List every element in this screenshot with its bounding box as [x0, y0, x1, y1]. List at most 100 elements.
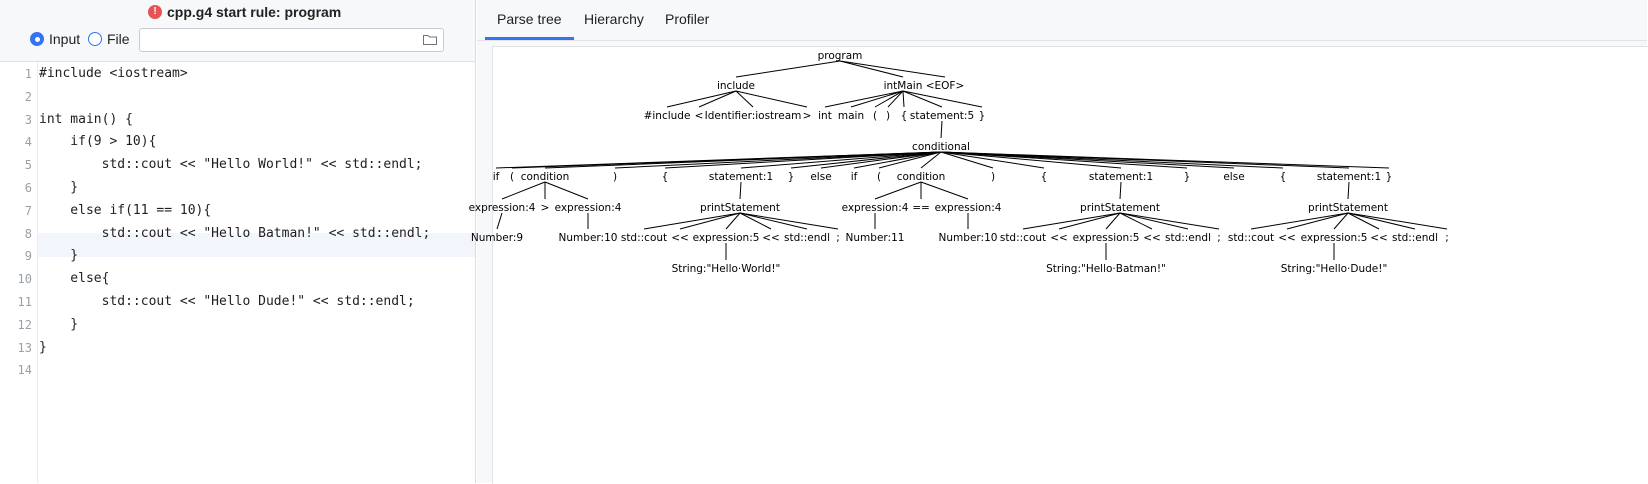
code-line[interactable]: std::cout << "Hello Dude!" << std::endl;	[39, 294, 415, 309]
tree-edge	[874, 181, 922, 200]
tree-node-c-rb2[interactable]: }	[1184, 171, 1191, 183]
tree-node-c-lb2[interactable]: {	[1041, 171, 1048, 183]
code-line[interactable]: int main() {	[39, 111, 133, 127]
parse-tree-panel: Parse tree Hierarchy Profiler program inc…	[469, 0, 1648, 484]
tree-node-m-stmt[interactable]: statement:5	[910, 110, 974, 122]
tree-node-p3-semi[interactable]: ;	[1445, 232, 1449, 244]
tree-node-c-rp1[interactable]: )	[613, 171, 617, 183]
result-tabs: Parse tree Hierarchy Profiler	[477, 0, 1647, 41]
tree-node-program[interactable]: program	[818, 50, 863, 62]
tree-node-inc-id[interactable]: Identifier:iostream	[705, 110, 802, 122]
tree-node-inc-hash[interactable]: #include	[644, 110, 691, 122]
tree-node-p2-expr[interactable]: expression:5	[1073, 232, 1140, 244]
grammar-input-panel: ! cpp.g4 start rule: program Input File …	[0, 0, 476, 483]
tree-node-c-lb3[interactable]: {	[1280, 171, 1287, 183]
tree-node-p1-semi[interactable]: ;	[836, 232, 840, 244]
tab-profiler[interactable]: Profiler	[665, 11, 710, 27]
tree-node-inc-lt[interactable]: <	[695, 110, 704, 122]
line-number: 1	[24, 67, 32, 81]
tree-node-conditional[interactable]: conditional	[912, 141, 970, 153]
tree-node-p3-cout[interactable]: std::cout	[1228, 232, 1274, 244]
radio-file-indicator[interactable]	[88, 32, 102, 46]
tree-node-p2-semi[interactable]: ;	[1217, 232, 1221, 244]
folder-icon[interactable]	[423, 34, 437, 45]
tree-node-c-st1[interactable]: statement:1	[709, 171, 773, 183]
parse-tree-canvas[interactable]: program include intMain<EOF> #include <Ident…	[469, 46, 1648, 484]
tree-node-ps3[interactable]: printStatement	[1308, 202, 1388, 214]
radio-input[interactable]: Input	[30, 31, 80, 47]
tree-node-c-st2[interactable]: statement:1	[1089, 171, 1153, 183]
tree-node-c-rb3[interactable]: }	[1386, 171, 1393, 183]
code-line[interactable]: }	[39, 180, 79, 195]
tree-node-c-cond2[interactable]: condition	[897, 171, 946, 183]
radio-file[interactable]: File	[88, 31, 130, 47]
tree-node-k1-e2[interactable]: expression:4	[555, 202, 622, 214]
tree-node-p3-endl[interactable]: std::endl	[1392, 232, 1438, 244]
tree-node-p2-sh1[interactable]: <<	[1050, 232, 1068, 244]
tree-node-k2-e1[interactable]: expression:4	[842, 202, 909, 214]
tree-node-m-main[interactable]: main	[838, 110, 864, 122]
tree-node-c-else2[interactable]: else	[1223, 171, 1244, 183]
code-line[interactable]: #include <iostream>	[39, 66, 188, 81]
tree-node-eof[interactable]: <EOF>	[926, 80, 965, 92]
code-line[interactable]: }	[39, 316, 79, 332]
tree-node-ps1[interactable]: printStatement	[700, 202, 780, 214]
tree-edge	[544, 181, 589, 200]
tree-node-m-rp[interactable]: )	[886, 110, 890, 122]
tree-node-k1-e1[interactable]: expression:4	[469, 202, 536, 214]
tree-node-s3[interactable]: String:"Hello·Dude!"	[1281, 263, 1388, 275]
file-path-field[interactable]	[139, 28, 444, 52]
tree-node-c-lp1[interactable]: (	[510, 171, 514, 183]
tree-node-c-cond1[interactable]: condition	[521, 171, 570, 183]
tree-node-p3-expr[interactable]: expression:5	[1301, 232, 1368, 244]
tree-node-c-rb1[interactable]: }	[788, 171, 795, 183]
tree-node-c-lb1[interactable]: {	[662, 171, 669, 183]
tree-node-k1-op[interactable]: >	[541, 202, 550, 214]
tab-parse-tree[interactable]: Parse tree	[485, 0, 574, 40]
tree-node-c-if1[interactable]: if	[493, 171, 500, 183]
tree-node-n10b[interactable]: Number:10	[939, 232, 998, 244]
tree-node-ps2[interactable]: printStatement	[1080, 202, 1160, 214]
tree-node-c-st3[interactable]: statement:1	[1317, 171, 1381, 183]
code-line[interactable]: }	[39, 248, 79, 264]
code-line[interactable]: std::cout << "Hello World!" << std::endl…	[39, 157, 423, 173]
tree-node-s1[interactable]: String:"Hello·World!"	[672, 263, 781, 275]
tree-node-n11[interactable]: Number:11	[846, 232, 905, 244]
tree-node-n9[interactable]: Number:9	[471, 232, 523, 244]
tree-node-p1-sh2[interactable]: <<	[762, 232, 780, 244]
tree-node-c-lp2[interactable]: (	[877, 171, 881, 183]
tree-node-s2[interactable]: String:"Hello·Batman!"	[1046, 263, 1166, 275]
tree-node-k2-op[interactable]: ==	[912, 202, 930, 214]
tree-node-k2-e2[interactable]: expression:4	[935, 202, 1002, 214]
tree-node-inc-gt[interactable]: >	[803, 110, 812, 122]
code-line[interactable]: std::cout << "Hello Batman!" << std::end…	[39, 225, 431, 241]
tree-node-m-int[interactable]: int	[818, 110, 832, 122]
radio-input-indicator[interactable]	[30, 32, 44, 46]
tree-node-p2-endl[interactable]: std::endl	[1165, 232, 1211, 244]
tree-node-p3-sh2[interactable]: <<	[1370, 232, 1388, 244]
tree-node-p3-sh1[interactable]: <<	[1278, 232, 1296, 244]
tree-node-m-lb[interactable]: {	[901, 110, 908, 122]
code-line[interactable]: if(9 > 10){	[39, 134, 157, 150]
code-line[interactable]: }	[39, 339, 47, 355]
tree-edge	[1119, 212, 1153, 230]
tree-node-c-else1[interactable]: else	[810, 171, 831, 183]
tree-node-c-rp2[interactable]: )	[991, 171, 995, 183]
tree-node-p2-cout[interactable]: std::cout	[1000, 232, 1046, 244]
tree-node-p1-sh1[interactable]: <<	[671, 232, 689, 244]
tree-node-intMain[interactable]: intMain	[884, 80, 923, 92]
tree-edge	[920, 151, 942, 169]
tree-node-c-if2[interactable]: if	[851, 171, 858, 183]
tree-node-p1-expr[interactable]: expression:5	[693, 232, 760, 244]
tree-node-m-lp[interactable]: (	[873, 110, 877, 122]
code-line[interactable]: else if(11 == 10){	[39, 202, 212, 218]
tab-hierarchy[interactable]: Hierarchy	[584, 11, 644, 27]
tree-node-include[interactable]: include	[717, 80, 755, 92]
tree-node-p2-sh2[interactable]: <<	[1143, 232, 1161, 244]
tree-node-p1-endl[interactable]: std::endl	[784, 232, 830, 244]
tree-node-m-rb[interactable]: }	[979, 110, 986, 122]
tree-node-n10a[interactable]: Number:10	[559, 232, 618, 244]
tree-node-p1-cout[interactable]: std::cout	[621, 232, 667, 244]
code-line[interactable]: else{	[39, 271, 110, 287]
